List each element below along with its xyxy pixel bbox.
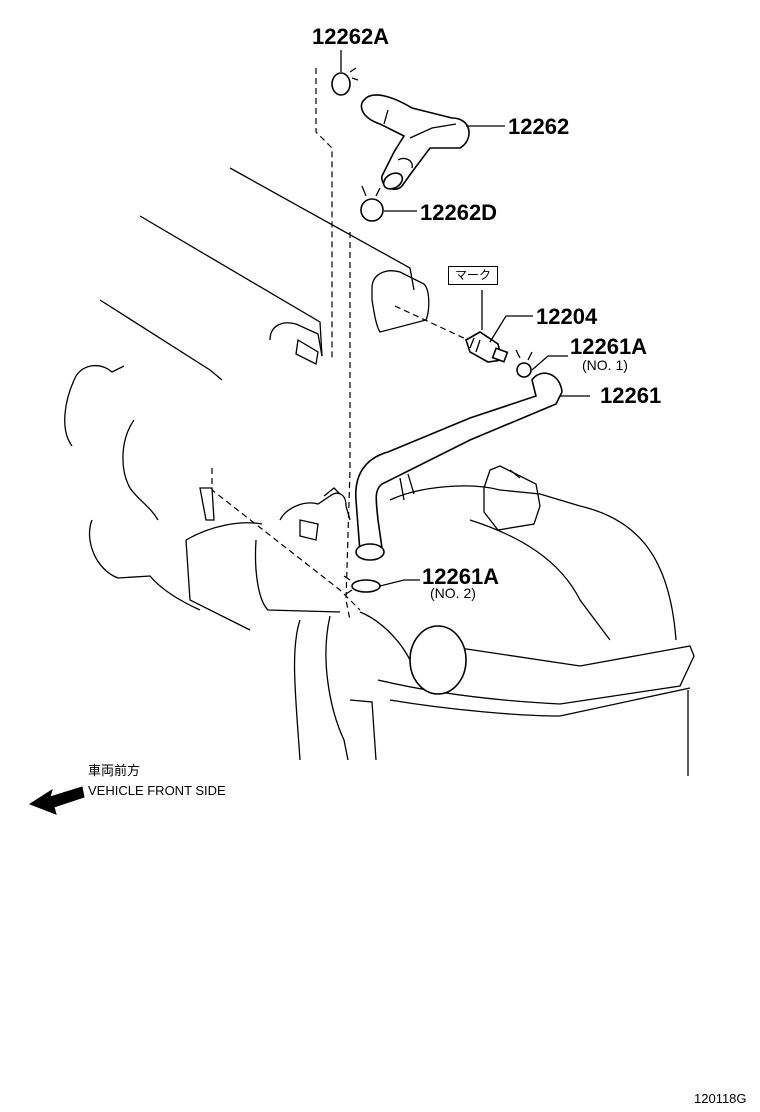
clamp-12262D	[360, 185, 384, 222]
part-label-12261A-no2: 12261A	[422, 564, 500, 589]
hose-12261	[355, 372, 563, 561]
part-note-no1: (NO. 1)	[582, 357, 628, 373]
figure-code: 120118G	[694, 1091, 747, 1106]
mark-label-box: マーク	[448, 266, 499, 286]
engine-outline	[64, 167, 695, 776]
clamp-12261A-no2	[343, 575, 381, 595]
part-label-12262: 12262	[508, 114, 570, 139]
direction-label-jp: 車両前方	[88, 763, 141, 778]
leader-lines	[340, 50, 590, 587]
hose-12262	[360, 94, 470, 191]
front-arrow-icon	[28, 786, 85, 815]
part-note-no2: (NO. 2)	[430, 585, 476, 601]
valve-12204	[465, 331, 509, 363]
part-label-12261: 12261	[600, 383, 662, 408]
clamp-12262A	[331, 67, 359, 96]
direction-label-en: VEHICLE FRONT SIDE	[88, 783, 226, 798]
part-label-12261A-no1: 12261A	[570, 334, 648, 359]
part-label-12262D: 12262D	[420, 200, 498, 225]
part-label-12262A: 12262A	[312, 24, 390, 49]
clamp-12261A-no1	[515, 349, 533, 378]
part-label-12204: 12204	[536, 304, 598, 329]
dashed-guides	[211, 68, 469, 621]
